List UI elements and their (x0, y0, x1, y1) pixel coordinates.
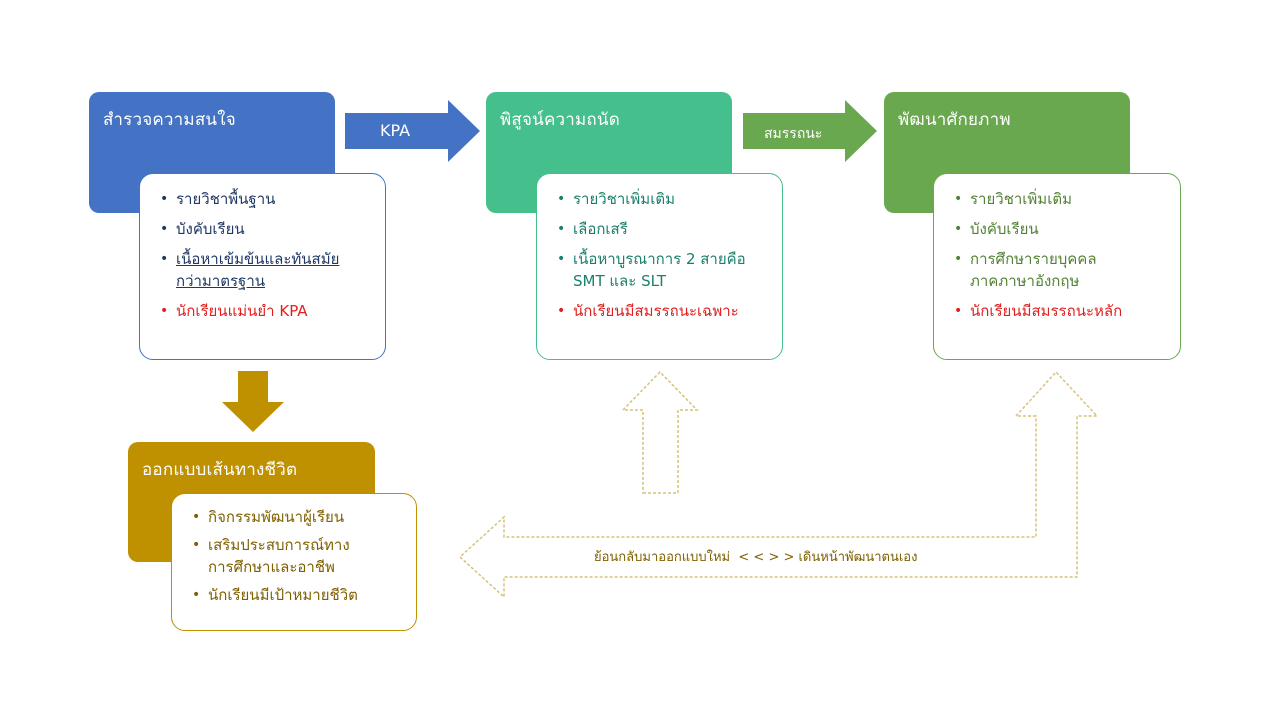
competency-arrow (743, 100, 877, 162)
develop-card: รายวิชาเพิ่มเติม บังคับเรียน การศึกษาราย… (933, 173, 1181, 360)
down-arrow (222, 371, 284, 432)
develop-item: รายวิชาเพิ่มเติม (954, 188, 1166, 210)
survey-item: เนื้อหาเข้มข้นและทันสมัย กว่ามาตรฐาน (160, 248, 371, 292)
prove-item: นักเรียนมีสมรรถนะเฉพาะ (557, 300, 768, 322)
develop-title: พัฒนาศักยภาพ (898, 110, 1011, 130)
kpa-arrow-label: KPA (380, 121, 411, 140)
prove-item: เนื้อหาบูรณาการ 2 สายคือ SMT และ SLT (557, 248, 768, 292)
kpa-arrow (345, 100, 480, 162)
survey-item: บังคับเรียน (160, 218, 371, 240)
prove-title: พิสูจน์ความถนัด (500, 110, 620, 130)
develop-item: บังคับเรียน (954, 218, 1166, 240)
competency-arrow-label: สมรรถนะ (764, 126, 823, 142)
design-card: กิจกรรมพัฒนาผู้เรียน เสริมประสบการณ์ทาง … (171, 493, 417, 631)
survey-item: รายวิชาพื้นฐาน (160, 188, 371, 210)
return-arrow (458, 370, 1099, 599)
design-item: นักเรียนมีเป้าหมายชีวิต (192, 584, 402, 606)
prove-item: รายวิชาเพิ่มเติม (557, 188, 768, 210)
design-item: เสริมประสบการณ์ทาง การศึกษาและอาชีพ (192, 534, 402, 578)
return-arrow-label: ย้อนกลับมาออกแบบใหม่ < < > > เดินหน้าพัฒ… (594, 550, 918, 565)
prove-item: เลือกเสรี (557, 218, 768, 240)
design-item: กิจกรรมพัฒนาผู้เรียน (192, 506, 402, 528)
survey-item: นักเรียนแม่นยำ KPA (160, 300, 371, 322)
survey-title: สำรวจความสนใจ (103, 110, 236, 130)
develop-item: การศึกษารายบุคคล ภาคภาษาอังกฤษ (954, 248, 1166, 292)
survey-card: รายวิชาพื้นฐาน บังคับเรียน เนื้อหาเข้มข้… (139, 173, 386, 360)
develop-item: นักเรียนมีสมรรถนะหลัก (954, 300, 1166, 322)
prove-card: รายวิชาเพิ่มเติม เลือกเสรี เนื้อหาบูรณาก… (536, 173, 783, 360)
design-title: ออกแบบเส้นทางชีวิต (142, 460, 298, 480)
up-arrow-middle (621, 370, 699, 494)
